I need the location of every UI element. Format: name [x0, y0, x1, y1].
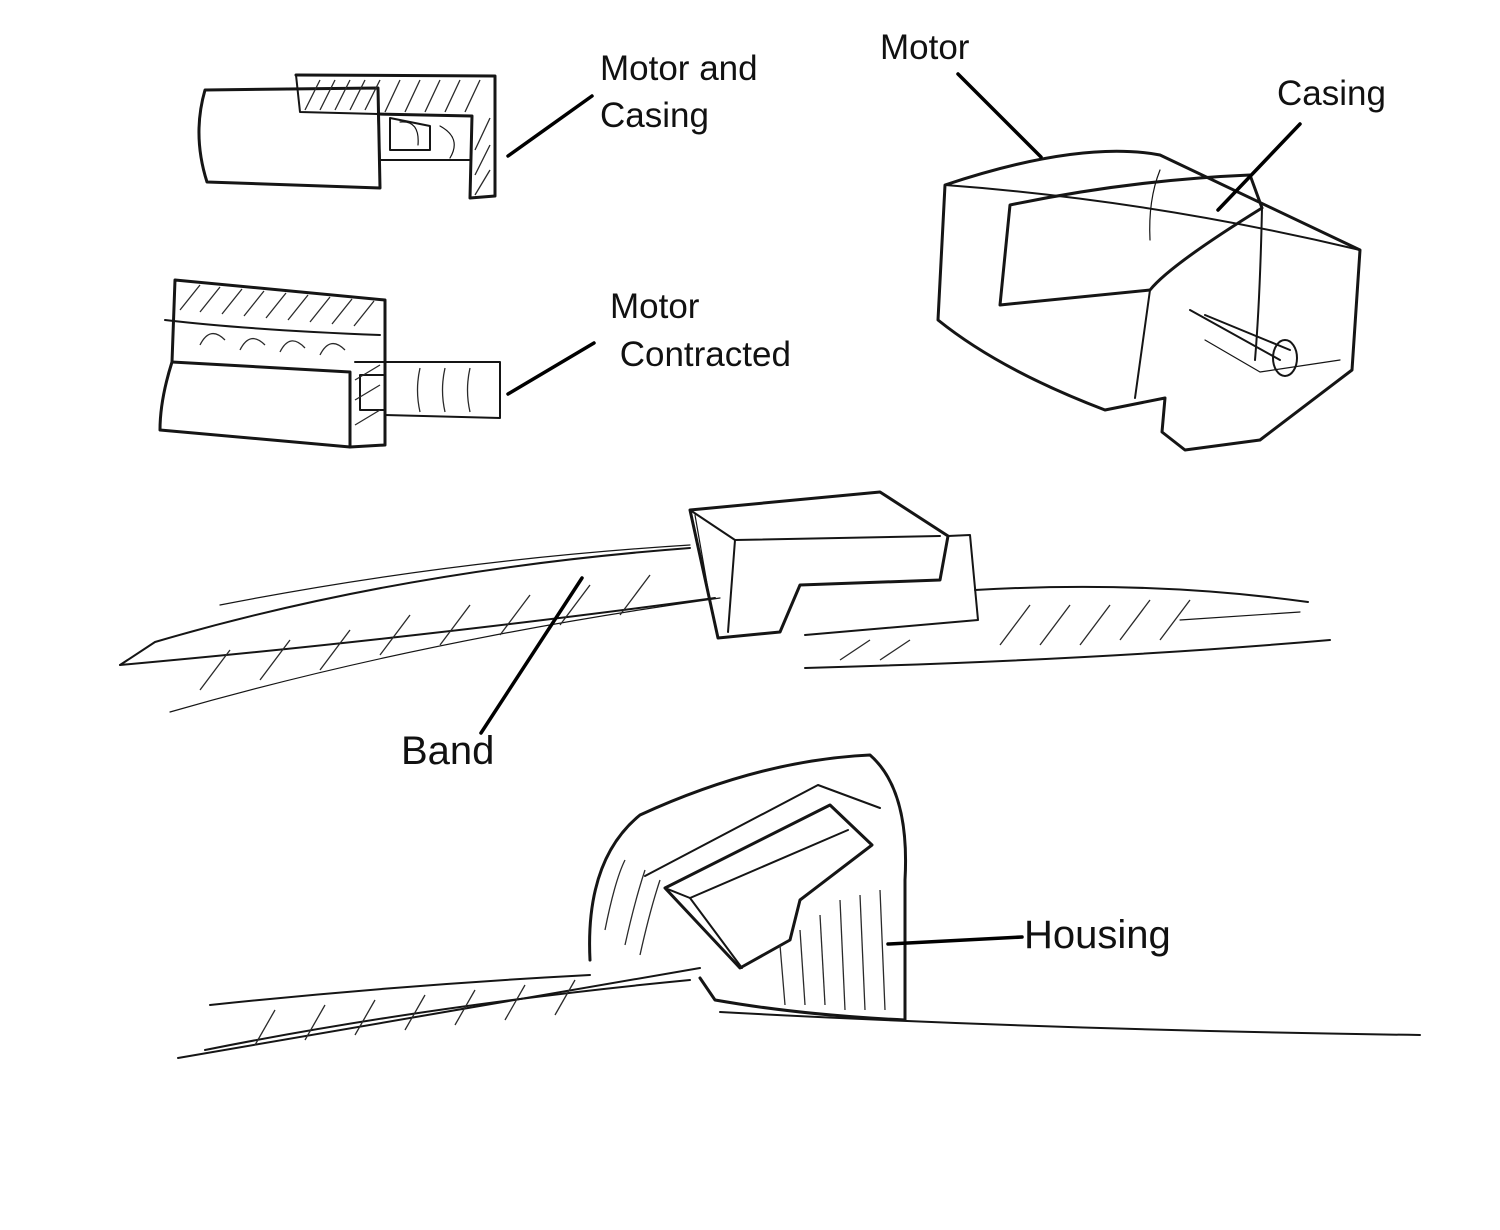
motor-and-casing-sketch	[197, 73, 497, 200]
label-band: Band	[401, 729, 495, 773]
leader-motor-contracted	[506, 341, 596, 396]
leader-band	[479, 576, 584, 735]
leader-casing	[1216, 122, 1302, 212]
leader-motor-and-casing	[506, 94, 594, 158]
label-casing: Casing	[1277, 74, 1386, 113]
leader-motor	[956, 72, 1043, 159]
band-sketch	[119, 490, 1331, 713]
label-motor: Motor	[880, 28, 970, 67]
motor-casing-perspective-sketch	[936, 149, 1362, 452]
leader-housing	[886, 935, 1024, 946]
label-housing: Housing	[1024, 913, 1171, 957]
label-motor-contracted: Motor Contracted	[610, 287, 791, 374]
housing-sketch	[177, 753, 1421, 1059]
motor-contracted-sketch	[158, 278, 501, 449]
label-motor-and-casing: Motor and Casing	[600, 49, 758, 135]
